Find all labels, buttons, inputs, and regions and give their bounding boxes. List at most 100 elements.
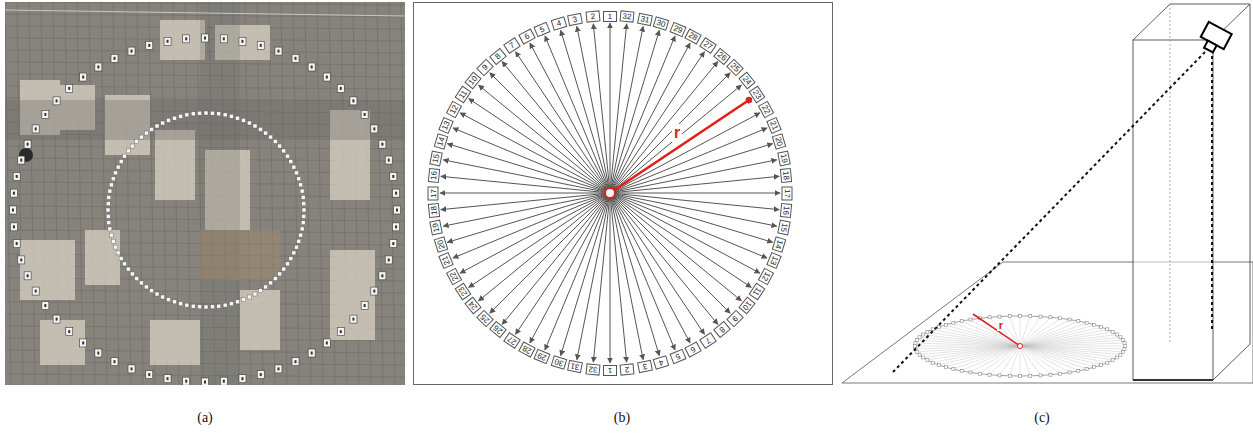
paving-grid	[5, 2, 405, 385]
marker-tile	[109, 233, 113, 237]
marker-print	[20, 159, 22, 162]
marker-print	[12, 209, 14, 212]
marker-print	[204, 37, 206, 40]
marker-print	[392, 242, 394, 245]
marker-tile	[53, 97, 60, 105]
radial-line	[934, 330, 1105, 362]
box-number: 32	[588, 364, 598, 374]
number-box: 16	[780, 203, 792, 218]
marker-tile	[113, 245, 117, 249]
marker-tile	[172, 300, 176, 304]
rim-box	[969, 318, 972, 321]
radial-line	[971, 320, 1068, 371]
radial-line	[919, 340, 1121, 351]
box-number: 3	[572, 15, 578, 25]
marker-tile	[66, 328, 73, 336]
grid-line	[305, 2, 311, 385]
box-number: 21	[768, 119, 780, 131]
diameter-arrow	[447, 144, 772, 243]
rim-box	[944, 366, 947, 369]
rim-box	[952, 321, 955, 324]
number-box: 15	[777, 220, 791, 236]
number-box: 13	[439, 117, 455, 134]
number-box: 20	[433, 236, 448, 253]
marker-tile	[202, 34, 209, 42]
marker-print	[44, 113, 46, 116]
marker-tile	[393, 189, 400, 197]
marker-tile	[292, 54, 299, 62]
marker-tile	[308, 63, 315, 71]
building-front	[1133, 40, 1213, 380]
radius-line	[973, 314, 1020, 346]
diameter-arrow	[502, 62, 718, 325]
number-box: 18	[428, 203, 440, 218]
marker-tile	[350, 97, 357, 105]
number-box: 7	[699, 332, 717, 349]
marker-print	[56, 318, 58, 321]
radial-line	[1000, 318, 1040, 375]
number-box: 16	[428, 168, 440, 183]
number-box: 28	[685, 29, 703, 45]
marker-tile	[220, 377, 227, 385]
box-number: 13	[768, 255, 780, 267]
box-number: 19	[431, 222, 442, 232]
marker-tile	[229, 302, 233, 306]
marker-tile	[247, 295, 251, 299]
marker-print	[68, 87, 70, 90]
rim-box	[969, 371, 972, 374]
box-number: 15	[778, 222, 789, 232]
box-number: 31	[570, 361, 580, 372]
camera-setup	[842, 4, 1253, 383]
marker-print	[20, 258, 22, 261]
box-number: 2	[625, 364, 630, 373]
rim-box	[1111, 359, 1114, 362]
box-number: 6	[522, 32, 530, 42]
marker-tile	[128, 47, 135, 55]
marker-tile	[350, 315, 357, 323]
rim-box	[1116, 356, 1119, 359]
box-number: 4	[658, 357, 665, 367]
marker-tile	[150, 289, 154, 293]
box-number: 15	[431, 153, 442, 163]
marker-print	[277, 367, 279, 370]
stain	[200, 230, 280, 280]
radial-lines	[914, 315, 1127, 378]
marker-tile	[155, 292, 159, 296]
number-box: 19	[777, 151, 791, 167]
number-box: 6	[685, 341, 703, 357]
marker-tile	[185, 113, 189, 117]
marker-tile	[247, 121, 251, 125]
marker-print	[241, 377, 243, 380]
marker-print	[113, 360, 115, 363]
box-number: 26	[491, 324, 504, 337]
marker-print	[241, 40, 243, 43]
number-box: 22	[758, 101, 774, 119]
rim-box	[1119, 353, 1122, 356]
radial-line	[940, 328, 1099, 365]
marker-print	[13, 192, 15, 195]
number-box: 2	[585, 11, 600, 23]
marker-tile	[385, 156, 392, 164]
number-box: 23	[454, 282, 471, 300]
marker-tile	[130, 144, 134, 148]
marker-tile	[107, 221, 111, 225]
marker-tile	[210, 305, 214, 309]
marker-tile	[18, 156, 25, 164]
number-box: 8	[713, 321, 731, 338]
radial-line	[917, 343, 1122, 349]
grid-line	[125, 2, 131, 385]
radial-line	[917, 343, 1122, 349]
marker-tile	[116, 165, 120, 169]
marker-tile	[217, 112, 221, 116]
rim-box	[1077, 369, 1080, 372]
number-box: 1	[603, 365, 617, 376]
diameter-arrow	[490, 73, 730, 313]
rim-box	[1106, 361, 1109, 364]
rim-box	[1121, 339, 1124, 342]
marker-tile	[164, 375, 171, 383]
box-number: 20	[774, 136, 785, 147]
marker-tile	[236, 116, 240, 120]
building-edge	[1213, 344, 1250, 380]
diameter-arrow	[460, 113, 760, 273]
marker-tile	[108, 227, 112, 231]
